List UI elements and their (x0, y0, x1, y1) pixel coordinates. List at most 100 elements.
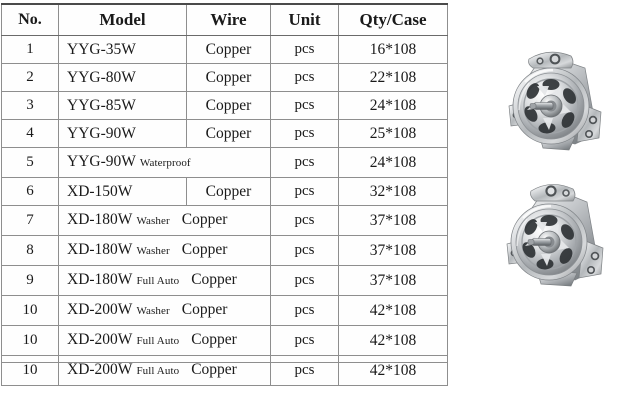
column-header-unit: Unit (270, 3, 339, 36)
cell-qty: 37*108 (338, 205, 448, 236)
cell-qty: 42*108 (338, 295, 448, 326)
mount-hole-top-2-inner (537, 58, 543, 64)
cell-unit: pcs (270, 147, 339, 178)
model-name: YYG-90W (67, 125, 136, 142)
model-name: YYG-85W (67, 97, 136, 114)
mount-hole-right-1-inner (590, 117, 596, 123)
motor-photo-bottom (489, 172, 611, 294)
motor-shaft-tip (527, 239, 535, 245)
cell-qty: 42*108 (338, 325, 448, 356)
mount-hole-top-1-inner (547, 187, 555, 195)
cell-wire: Copper (186, 91, 271, 120)
mount-hole-right-2-inner (588, 267, 594, 273)
cell-qty: 32*108 (338, 177, 448, 206)
cell-qty: 25*108 (338, 119, 448, 148)
motor-shaft-tip (529, 103, 537, 109)
motor-shaft (533, 102, 554, 110)
cell-wire: Copper (186, 177, 271, 206)
model-name: XD-150W (67, 183, 133, 200)
motor-highlight-2 (518, 82, 530, 111)
cell-no: 1 (1, 35, 59, 64)
cell-unit: pcs (270, 119, 339, 148)
cell-model: YYG-80W (58, 63, 187, 92)
cell-wire: Copper (191, 271, 237, 288)
mount-hole-right-1-inner (592, 253, 598, 259)
cell-no: 2 (1, 63, 59, 92)
cell-model: YYG-90W (58, 119, 187, 148)
cell-no: 6 (1, 177, 59, 206)
model-variant: Washer (136, 245, 170, 257)
model-name: YYG-80W (67, 69, 136, 86)
cell-qty: 22*108 (338, 63, 448, 92)
cell-wire: Copper (181, 241, 228, 258)
model-name: XD-200W (67, 331, 133, 348)
model-name: XD-200W (67, 361, 133, 378)
motor-photo-top (489, 38, 611, 160)
cell-unit: pcs (270, 295, 339, 326)
cell-unit: pcs (270, 325, 339, 356)
model-variant: Full Auto (136, 275, 180, 287)
cell-unit: pcs (270, 355, 339, 386)
motor-vent-openings (524, 79, 576, 134)
cell-model: YYG-85W (58, 91, 187, 120)
motor-shaft (531, 238, 552, 246)
cell-unit: pcs (270, 265, 339, 296)
model-variant: Waterproof (139, 157, 191, 169)
model-variant: Washer (136, 215, 170, 227)
cell-unit: pcs (270, 205, 339, 236)
cell-model: YYG-35W (58, 35, 187, 64)
column-header-wire: Wire (186, 3, 271, 36)
motor-highlight-1 (524, 68, 554, 83)
cell-qty: 16*108 (338, 35, 448, 64)
motor-highlight-1 (522, 204, 552, 219)
spec-table-container: No. Model Wire Unit Qty/Case 1 YYG-35W Cop… (1, 3, 448, 386)
cell-unit: pcs (270, 63, 339, 92)
motor-highlight-2 (516, 218, 528, 247)
cell-wire: Copper (191, 361, 237, 378)
model-name: XD-180W (67, 271, 133, 288)
cell-qty: 24*108 (338, 147, 448, 178)
cell-no: 9 (1, 265, 59, 296)
model-name: YYG-90W (67, 153, 136, 170)
cell-no: 4 (1, 119, 59, 148)
cell-no: 7 (1, 205, 59, 236)
cell-model: XD-150W (58, 177, 187, 206)
mount-hole-top-1-inner (551, 55, 559, 63)
cell-qty: 42*108 (338, 355, 448, 386)
column-header-no: No. (1, 3, 59, 36)
cell-unit: pcs (270, 177, 339, 206)
cell-qty: 24*108 (338, 91, 448, 120)
cell-qty: 37*108 (338, 265, 448, 296)
cell-qty: 37*108 (338, 235, 448, 266)
cell-no: 10 (1, 325, 59, 356)
cell-no: 3 (1, 91, 59, 120)
table-header-row: No. Model Wire Unit Qty/Case (1, 3, 448, 36)
cell-unit: pcs (270, 235, 339, 266)
column-header-qty: Qty/Case (338, 3, 448, 36)
cell-no: 5 (1, 147, 59, 178)
cell-no: 10 (1, 355, 59, 386)
motor-vent-openings (522, 215, 574, 270)
model-name: YYG-35W (67, 41, 136, 58)
mount-hole-right-2-inner (586, 131, 592, 137)
mount-hole-top-2-inner (563, 190, 569, 196)
model-variant: Full Auto (136, 335, 180, 347)
table-bottom-rule (1, 362, 447, 363)
model-name: XD-180W (67, 211, 133, 228)
